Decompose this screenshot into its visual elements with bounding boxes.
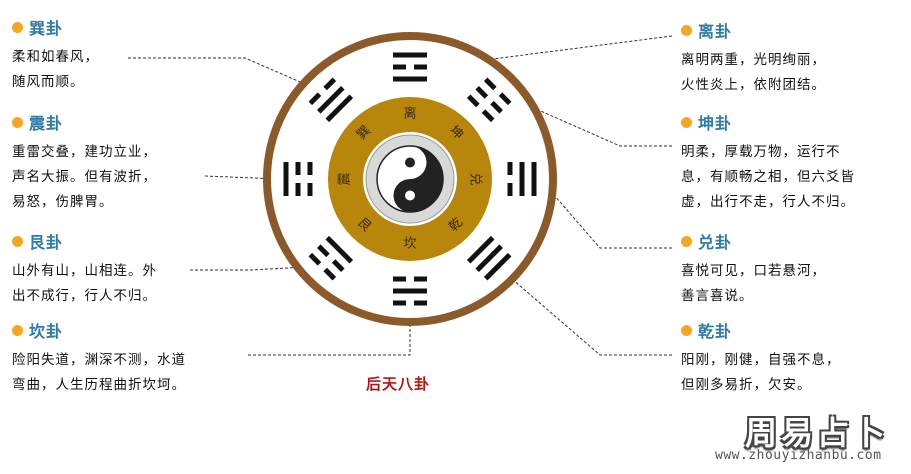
leader-line-xun (128, 57, 324, 93)
leader-lines (128, 35, 673, 356)
trigram-symbol (466, 235, 512, 281)
leader-line-dui (539, 178, 672, 249)
entry-line: 随风而顺。 (12, 74, 85, 90)
site-url: www.zhouyizhanbu.com (715, 448, 882, 463)
brand-logo: 周易占卜 (745, 414, 890, 452)
diagram-caption: 后天八卦 (366, 375, 431, 393)
leader-line-gen (190, 265, 323, 271)
entry-gen: 艮卦 山外有山，山相连。外 出不成行，行人不归。 (12, 229, 157, 309)
entry-line: 山外有山，山相连。外 (12, 263, 157, 279)
entry-kan: 坎卦 险阳失道，渊深不测，水道 弯曲，人生历程曲折坎坷。 (12, 318, 186, 398)
ring-label: 离 (403, 106, 416, 122)
yin-yang-icon (376, 145, 444, 213)
entry-title: 离卦 (698, 22, 733, 41)
entry-title: 艮卦 (29, 233, 64, 252)
bullet-dot-icon (12, 324, 23, 336)
entry-title: 巽卦 (29, 19, 64, 38)
entry-title: 坎卦 (29, 322, 64, 341)
trigram-symbol (283, 162, 313, 196)
entry-line: 弯曲，人生历程曲折坎坷。 (12, 377, 186, 393)
entry-line: 出不成行，行人不归。 (12, 288, 157, 304)
bullet-dot-icon (12, 21, 23, 33)
entry-title: 坤卦 (698, 114, 733, 133)
bullet-dot-icon (681, 116, 692, 128)
entry-title: 兑卦 (698, 233, 733, 252)
trigram-symbol (507, 162, 537, 196)
trigram-symbol (308, 235, 354, 281)
ring-label: 兑 (468, 172, 483, 185)
entry-line: 声名大振。但有波折， (12, 169, 157, 185)
bullet-dot-icon (12, 116, 23, 128)
trigram-symbol (393, 276, 427, 306)
trigram-symbol (466, 77, 512, 123)
entry-line: 虚，出行不走，行人不归。 (681, 194, 855, 210)
bullet-dot-icon (12, 235, 23, 247)
entry-line: 善言喜说。 (681, 288, 754, 304)
entry-line: 柔和如春风， (12, 49, 99, 65)
entry-line: 阳刚，刚健，自强不息， (681, 352, 841, 368)
entry-line: 火性炎上，依附团结。 (681, 77, 826, 93)
entry-kun: 坤卦 明柔，厚载万物，运行不 息，有顺畅之相，但六爻皆 虚，出行不走，行人不归。 (681, 110, 855, 215)
bullet-dot-icon (681, 324, 692, 336)
entry-dui: 兑卦 喜悦可见，口若悬河， 善言喜说。 (681, 229, 826, 309)
entry-line: 重雷交叠，建功立业， (12, 144, 157, 160)
ring-label: 坎 (403, 237, 416, 252)
trigram-symbol (308, 77, 354, 123)
entry-line: 险阳失道，渊深不测，水道 (12, 352, 186, 368)
ring-label: 震 (338, 172, 353, 185)
entry-title: 乾卦 (698, 322, 733, 341)
entry-line: 喜悦可见，口若悬河， (681, 263, 826, 279)
entry-zhen: 震卦 重雷交叠，建功立业， 声名大振。但有波折， 易怒，伤脾胃。 (12, 110, 157, 215)
entry-line: 易怒，伤脾胃。 (12, 194, 114, 210)
entry-line: 离明两重，光明绚丽， (681, 52, 826, 68)
trigram-symbols (283, 52, 537, 306)
entry-title: 震卦 (29, 114, 64, 133)
entry-line: 明柔，厚载万物，运行不 (681, 144, 841, 160)
entry-line: 息，有顺畅之相，但六爻皆 (681, 169, 855, 185)
leader-line-li (429, 35, 673, 68)
leader-line-qian (496, 265, 672, 356)
entry-xun: 巽卦 柔和如春风， 随风而顺。 (12, 15, 99, 95)
entry-qian: 乾卦 阳刚，刚健，自强不息， 但刚多易折，欠安。 (681, 318, 841, 398)
bullet-dot-icon (681, 235, 692, 247)
trigram-symbol (393, 52, 427, 82)
bullet-dot-icon (681, 24, 692, 36)
entry-line: 但刚多易折，欠安。 (681, 377, 812, 393)
entry-li: 离卦 离明两重，光明绚丽， 火性炎上，依附团结。 (681, 18, 826, 98)
